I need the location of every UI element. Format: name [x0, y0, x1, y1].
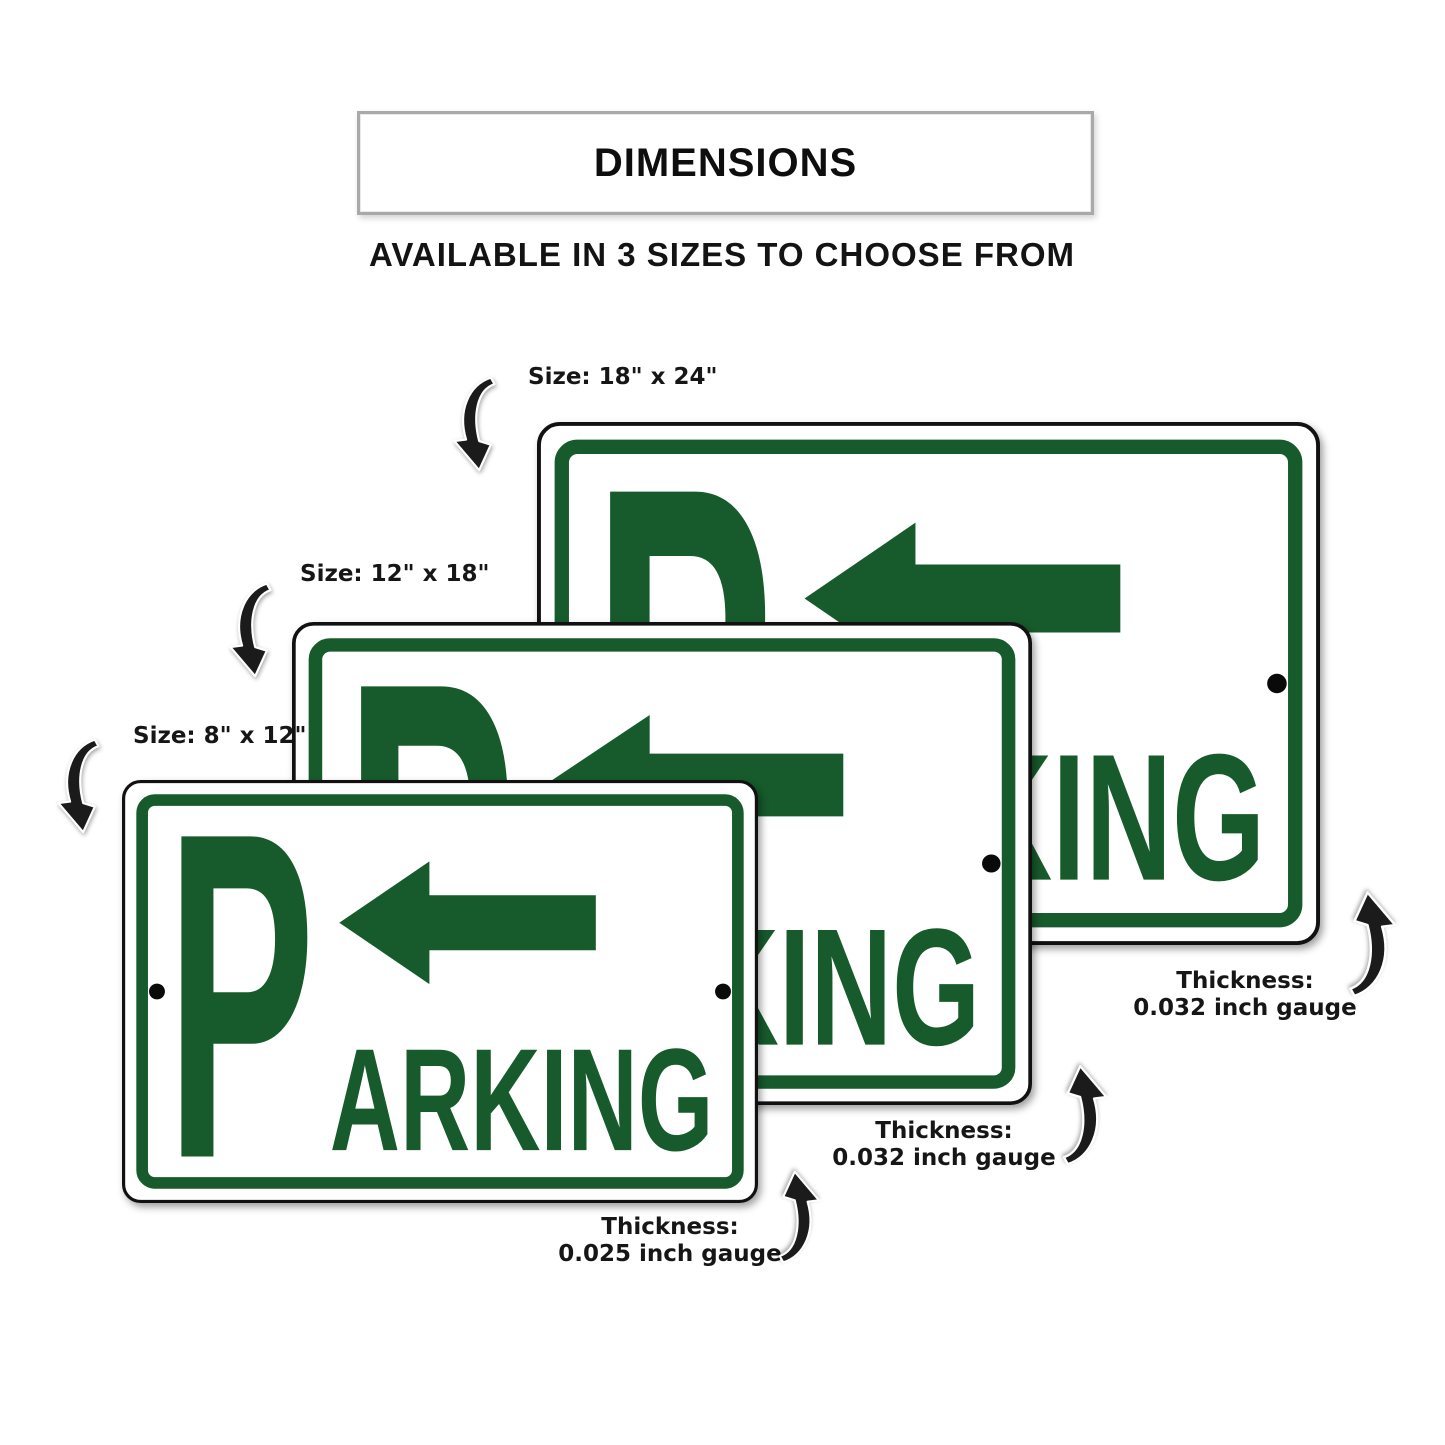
thickness-title: Thickness: — [601, 1214, 739, 1240]
sign-face — [122, 780, 758, 1203]
sign-word-rest: ARKING — [330, 1018, 714, 1181]
dimensions-header-box: DIMENSIONS — [357, 111, 1094, 215]
thickness-value: 0.025 inch gauge — [558, 1241, 782, 1267]
thickness-label-small: Thickness: 0.025 inch gauge — [530, 1214, 810, 1268]
sizes-subtitle: AVAILABLE IN 3 SIZES TO CHOOSE FROM — [368, 236, 1076, 273]
thickness-label-medium: Thickness: 0.032 inch gauge — [804, 1118, 1084, 1172]
size-label-medium: Size: 12" x 18" — [300, 561, 490, 587]
curved-arrow-icon — [1034, 1060, 1114, 1168]
left-arrow-icon — [339, 861, 596, 985]
sign-green-border — [136, 794, 744, 1189]
mounting-hole-right — [1267, 673, 1287, 694]
thickness-title: Thickness: — [875, 1118, 1013, 1144]
parking-sign-small: P ARKING — [122, 735, 758, 1255]
sign-letter-p: P — [167, 735, 315, 1255]
mounting-hole-right — [715, 983, 731, 1000]
page-title: DIMENSIONS — [593, 140, 858, 185]
thickness-value: 0.032 inch gauge — [832, 1145, 1056, 1171]
size-label-large: Size: 18" x 24" — [528, 364, 718, 390]
size-label-small: Size: 8" x 12" — [133, 723, 307, 749]
curved-arrow-icon — [52, 736, 126, 838]
curved-arrow-icon — [224, 580, 298, 682]
curved-arrow-icon — [1318, 886, 1404, 1000]
thickness-value: 0.032 inch gauge — [1133, 995, 1357, 1021]
curved-arrow-icon — [448, 374, 522, 476]
curved-arrow-icon — [750, 1166, 828, 1266]
thickness-title: Thickness: — [1176, 968, 1314, 994]
mounting-hole-left — [149, 983, 165, 1000]
mounting-hole-right — [982, 854, 1001, 873]
thickness-label-large: Thickness: 0.032 inch gauge — [1105, 968, 1385, 1022]
